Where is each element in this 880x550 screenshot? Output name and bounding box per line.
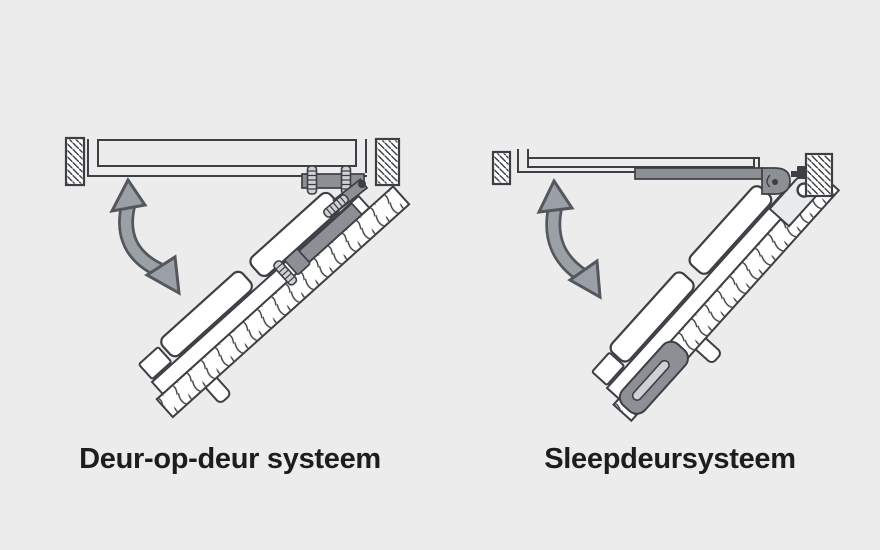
cabinet-wall-section-right — [804, 152, 834, 198]
dishwasher-front — [517, 149, 760, 173]
figure-caption-deur-op-deur: Deur-op-deur systeem — [79, 443, 381, 475]
glide-shoe — [618, 340, 689, 415]
hinge-pivot — [358, 180, 366, 188]
cabinet-wall-section-right — [374, 137, 401, 187]
figure-caption-sleepdeur: Sleepdeursysteem — [544, 443, 796, 475]
door-fixing-bracket — [271, 202, 364, 288]
rail-end-cap — [761, 167, 791, 195]
door-assembly — [591, 172, 841, 423]
deur-op-deur-diagram — [64, 136, 411, 419]
appliance-door-panel — [605, 184, 803, 401]
decor-wood-panel — [155, 185, 411, 419]
hinge-mount-bracket — [301, 165, 369, 220]
door-end-step — [138, 346, 172, 380]
door-assembly — [138, 185, 411, 419]
door-end-step — [591, 352, 625, 386]
swing-arrow-icon — [109, 177, 181, 296]
dishwasher-front — [87, 139, 367, 177]
latch-pin — [791, 166, 806, 179]
slide-rail — [634, 167, 764, 180]
sleepdeur-diagram — [491, 149, 841, 423]
inner-liner-panel — [160, 270, 253, 358]
inner-liner-panel — [609, 271, 695, 363]
swing-arrow-icon — [536, 177, 602, 300]
cabinet-wall-section-left — [64, 136, 86, 187]
cabinet-wall-section-left — [491, 150, 512, 186]
